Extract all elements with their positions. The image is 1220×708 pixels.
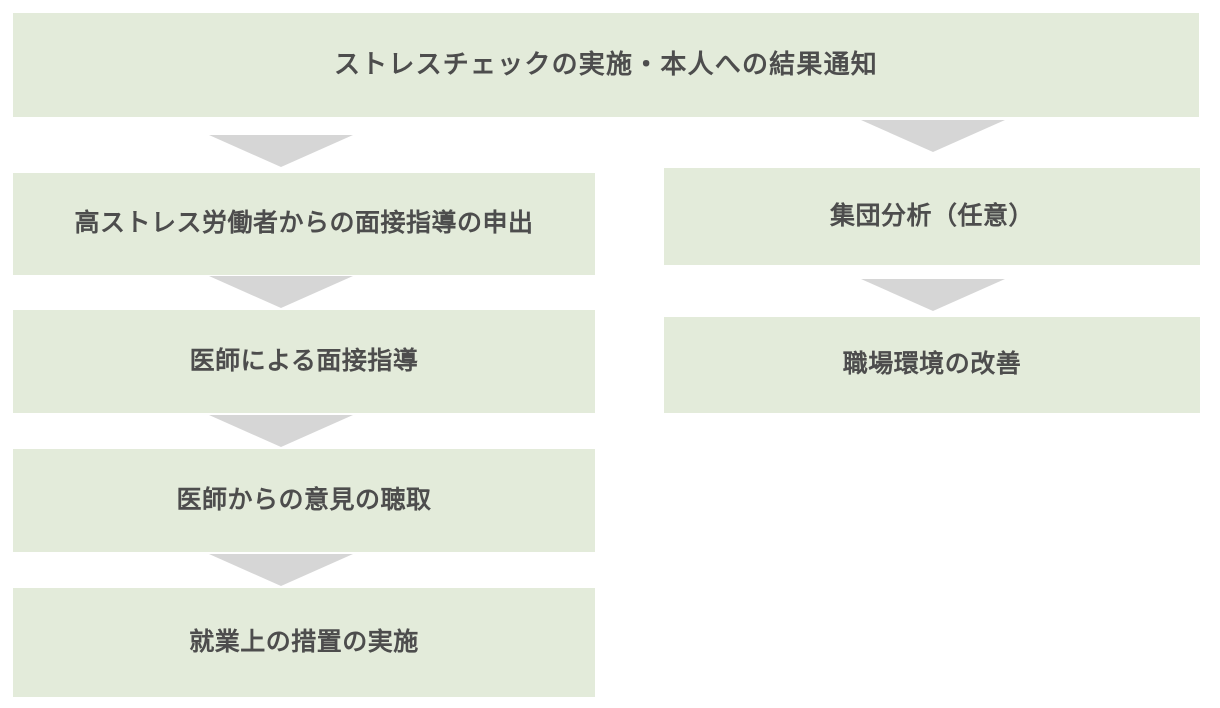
arrow-down-icon xyxy=(209,276,353,308)
flow-node-environment-improvement[interactable]: 職場環境の改善 xyxy=(664,317,1200,413)
flow-node-doctor-opinion[interactable]: 医師からの意見の聴取 xyxy=(13,449,595,552)
flow-node-label: ストレスチェックの実施・本人への結果通知 xyxy=(333,49,878,80)
flow-node-label: 医師からの意見の聴取 xyxy=(176,485,432,514)
flow-node-stress-check-implementation[interactable]: ストレスチェックの実施・本人への結果通知 xyxy=(13,13,1199,117)
arrow-down-icon xyxy=(209,554,353,586)
flow-node-label: 職場環境の改善 xyxy=(842,350,1022,379)
arrow-down-icon xyxy=(861,279,1005,311)
flow-node-label: 就業上の措置の実施 xyxy=(189,627,419,656)
flow-node-label: 高ストレス労働者からの面接指導の申出 xyxy=(74,209,534,238)
flow-node-interview-request[interactable]: 高ストレス労働者からの面接指導の申出 xyxy=(13,173,595,275)
flow-node-label: 医師による面接指導 xyxy=(189,346,419,375)
flow-node-workplace-measures[interactable]: 就業上の措置の実施 xyxy=(13,588,595,697)
arrow-down-icon xyxy=(209,135,353,167)
flow-node-doctor-interview[interactable]: 医師による面接指導 xyxy=(13,310,595,413)
arrow-down-icon xyxy=(861,120,1005,152)
flow-node-label: 集団分析（任意） xyxy=(829,201,1034,230)
flow-node-group-analysis[interactable]: 集団分析（任意） xyxy=(664,168,1200,265)
arrow-down-icon xyxy=(209,415,353,447)
